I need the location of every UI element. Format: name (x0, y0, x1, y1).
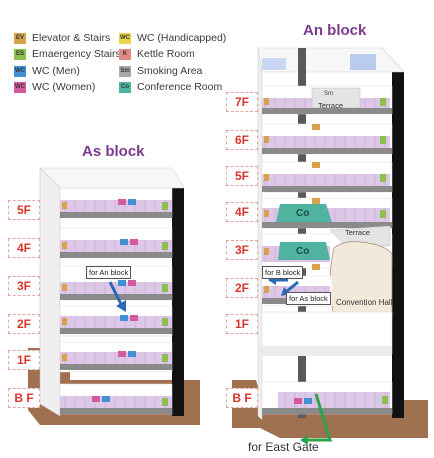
an-floor-label-7f: 7F (226, 92, 258, 112)
as-floor-bf (59, 383, 173, 415)
terrace-3f-label: Terrace (345, 228, 371, 237)
legend-label: Smoking Area (137, 65, 203, 77)
legend-label: WC (Men) (32, 65, 80, 77)
an-floor-label-bf: B F (226, 388, 258, 408)
east-gate-label: for East Gate (248, 440, 319, 454)
an-floor-label-3f: 3F (226, 240, 258, 260)
as-floor-label-4f: 4F (8, 238, 40, 258)
conference-icon: Co (119, 81, 131, 93)
legend-label: WC (Women) (32, 81, 96, 93)
an-elevator-shaft (298, 48, 306, 418)
kettle-icon: K (119, 48, 131, 60)
legend-item-wc-women: WC WC (Women) (14, 81, 95, 93)
legend-item-smoking-area: Sm Smoking Area (119, 65, 202, 77)
conference-4f-label: Co (296, 208, 310, 219)
conference-room-4f (276, 204, 332, 222)
as-floor-label-3f: 3F (8, 276, 40, 296)
convention-hall-label: Convention Hall (336, 298, 393, 307)
east-gate-arrow (300, 393, 333, 445)
an-floor-label-2f: 2F (226, 278, 258, 298)
legend-label: WC (Handicapped) (137, 32, 227, 44)
an-floor-label-6f: 6F (226, 130, 258, 150)
smoking-icon: Sm (119, 65, 131, 77)
for-b-block-label: for B block (262, 266, 304, 279)
as-floor-1f (59, 341, 173, 373)
for-an-block-arrow (108, 281, 126, 312)
legend-item-kettle-room: K Kettle Room (119, 48, 195, 60)
conference-room-3f (278, 242, 330, 260)
conference-3f-label: Co (296, 246, 310, 257)
an-outer-wall (392, 72, 404, 418)
as-block-building (28, 167, 200, 425)
legend-label: Kettle Room (137, 48, 195, 60)
an-floor-5f (261, 161, 393, 193)
an-block-title: An block (303, 22, 367, 39)
convention-hall (329, 241, 393, 322)
legend-label: Conference Room (137, 81, 223, 93)
as-floor-5f (59, 187, 173, 219)
wc-handicapped-icon: WC (119, 32, 131, 44)
as-outer-wall (172, 188, 184, 416)
legend-item-wc-handicapped: WC WC (Handicapped) (119, 32, 226, 44)
legend-item-wc-men: WC WC (Men) (14, 65, 80, 77)
an-floor-label-4f: 4F (226, 202, 258, 222)
legend-item-conference-room: Co Conference Room (119, 81, 222, 93)
legend-label: Elevator & Stairs (32, 32, 111, 44)
an-floor-6f (261, 123, 393, 155)
an-floor-3f (261, 225, 393, 270)
wc-women-icon: WC (14, 81, 26, 93)
as-floor-4f (59, 227, 173, 259)
for-an-block-label: for An block (86, 266, 132, 279)
legend-item-emergency-stairs: ES Emaergency Stairs (14, 48, 121, 60)
an-floor-4f (261, 197, 393, 229)
an-floor-7f (261, 85, 393, 115)
as-block-title: As block (82, 143, 145, 160)
as-floor-2f (59, 305, 173, 337)
terrace-7f-label: Terrace (318, 101, 344, 110)
as-roof (39, 167, 185, 189)
smoking-area-label: Sm (324, 91, 333, 97)
an-floor-label-1f: 1F (226, 314, 258, 334)
as-floor-label-5f: 5F (8, 200, 40, 220)
an-floor-1f (261, 311, 393, 356)
legend-item-elevator: EV Elevator & Stairs (14, 32, 110, 44)
for-as-block-label: for As block (286, 292, 331, 305)
as-floor-label-bf: B F (8, 388, 40, 408)
as-floor-label-2f: 2F (8, 314, 40, 334)
wc-men-icon: WC (14, 65, 26, 77)
an-floor-bf (261, 381, 393, 415)
emergency-stairs-icon: ES (14, 48, 26, 60)
elevator-icon: EV (14, 32, 26, 44)
an-floor-label-5f: 5F (226, 166, 258, 186)
as-floor-label-1f: 1F (8, 350, 40, 370)
legend-label: Emaergency Stairs (32, 48, 121, 60)
